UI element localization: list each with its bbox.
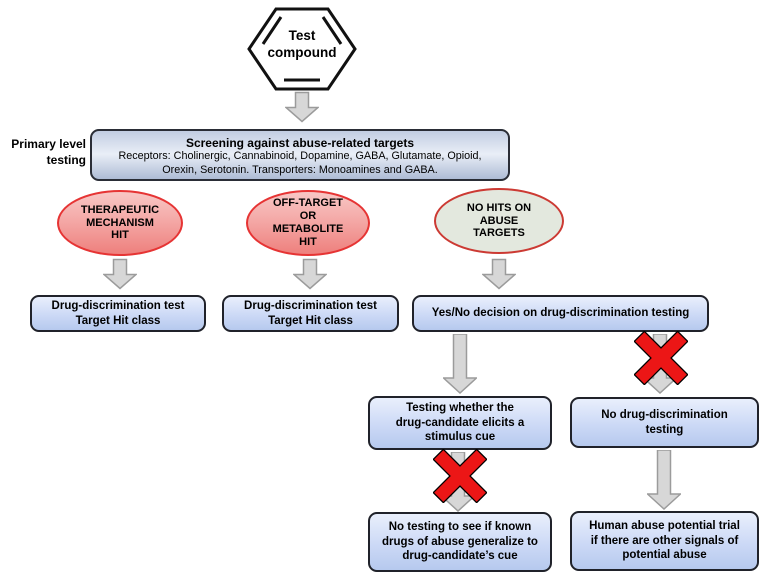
primary-level-testing-label: Primary level testing xyxy=(11,137,86,167)
node-dd-test-target-hit-1: Drug-discrimination test Target Hit clas… xyxy=(30,295,206,332)
screening-body: Receptors: Cholinergic, Cannabinoid, Dop… xyxy=(118,150,482,176)
screening-title: Screening against abuse-related targets xyxy=(185,136,415,150)
test-compound-hexagon xyxy=(247,7,357,91)
arrow-therapeutic-to-ddtest xyxy=(103,258,137,290)
arrow-no-testing-to-human-trial xyxy=(647,450,681,510)
outcome-off-target-metabolite-hit: OFF-TARGET OR METABOLITE HIT xyxy=(246,190,370,256)
test-compound-label: Test compound xyxy=(267,28,337,60)
node-dd-test-target-hit-2: Drug-discrimination test Target Hit clas… xyxy=(222,295,399,332)
arrow-offtarget-to-ddtest xyxy=(293,258,327,290)
node-testing-stimulus-cue: Testing whether the drug-candidate elici… xyxy=(368,396,552,450)
arrow-nohits-to-decision xyxy=(482,258,516,290)
arrow-hexagon-to-screening xyxy=(285,91,319,123)
screening-box: Screening against abuse-related targets … xyxy=(90,129,510,181)
node-yesno-decision: Yes/No decision on drug-discrimination t… xyxy=(412,295,709,332)
rejected-x-icon xyxy=(634,331,688,385)
node-no-generalization-testing: No testing to see if known drugs of abus… xyxy=(368,512,552,572)
rejected-x-icon xyxy=(433,449,487,503)
outcome-no-hits-abuse-targets: NO HITS ON ABUSE TARGETS xyxy=(434,188,564,254)
node-no-dd-testing: No drug-discrimination testing xyxy=(570,397,759,448)
node-human-abuse-potential-trial: Human abuse potential trial if there are… xyxy=(570,511,759,571)
outcome-therapeutic-mechanism-hit: THERAPEUTIC MECHANISM HIT xyxy=(57,190,183,256)
arrow-decision-to-testing xyxy=(443,334,477,394)
